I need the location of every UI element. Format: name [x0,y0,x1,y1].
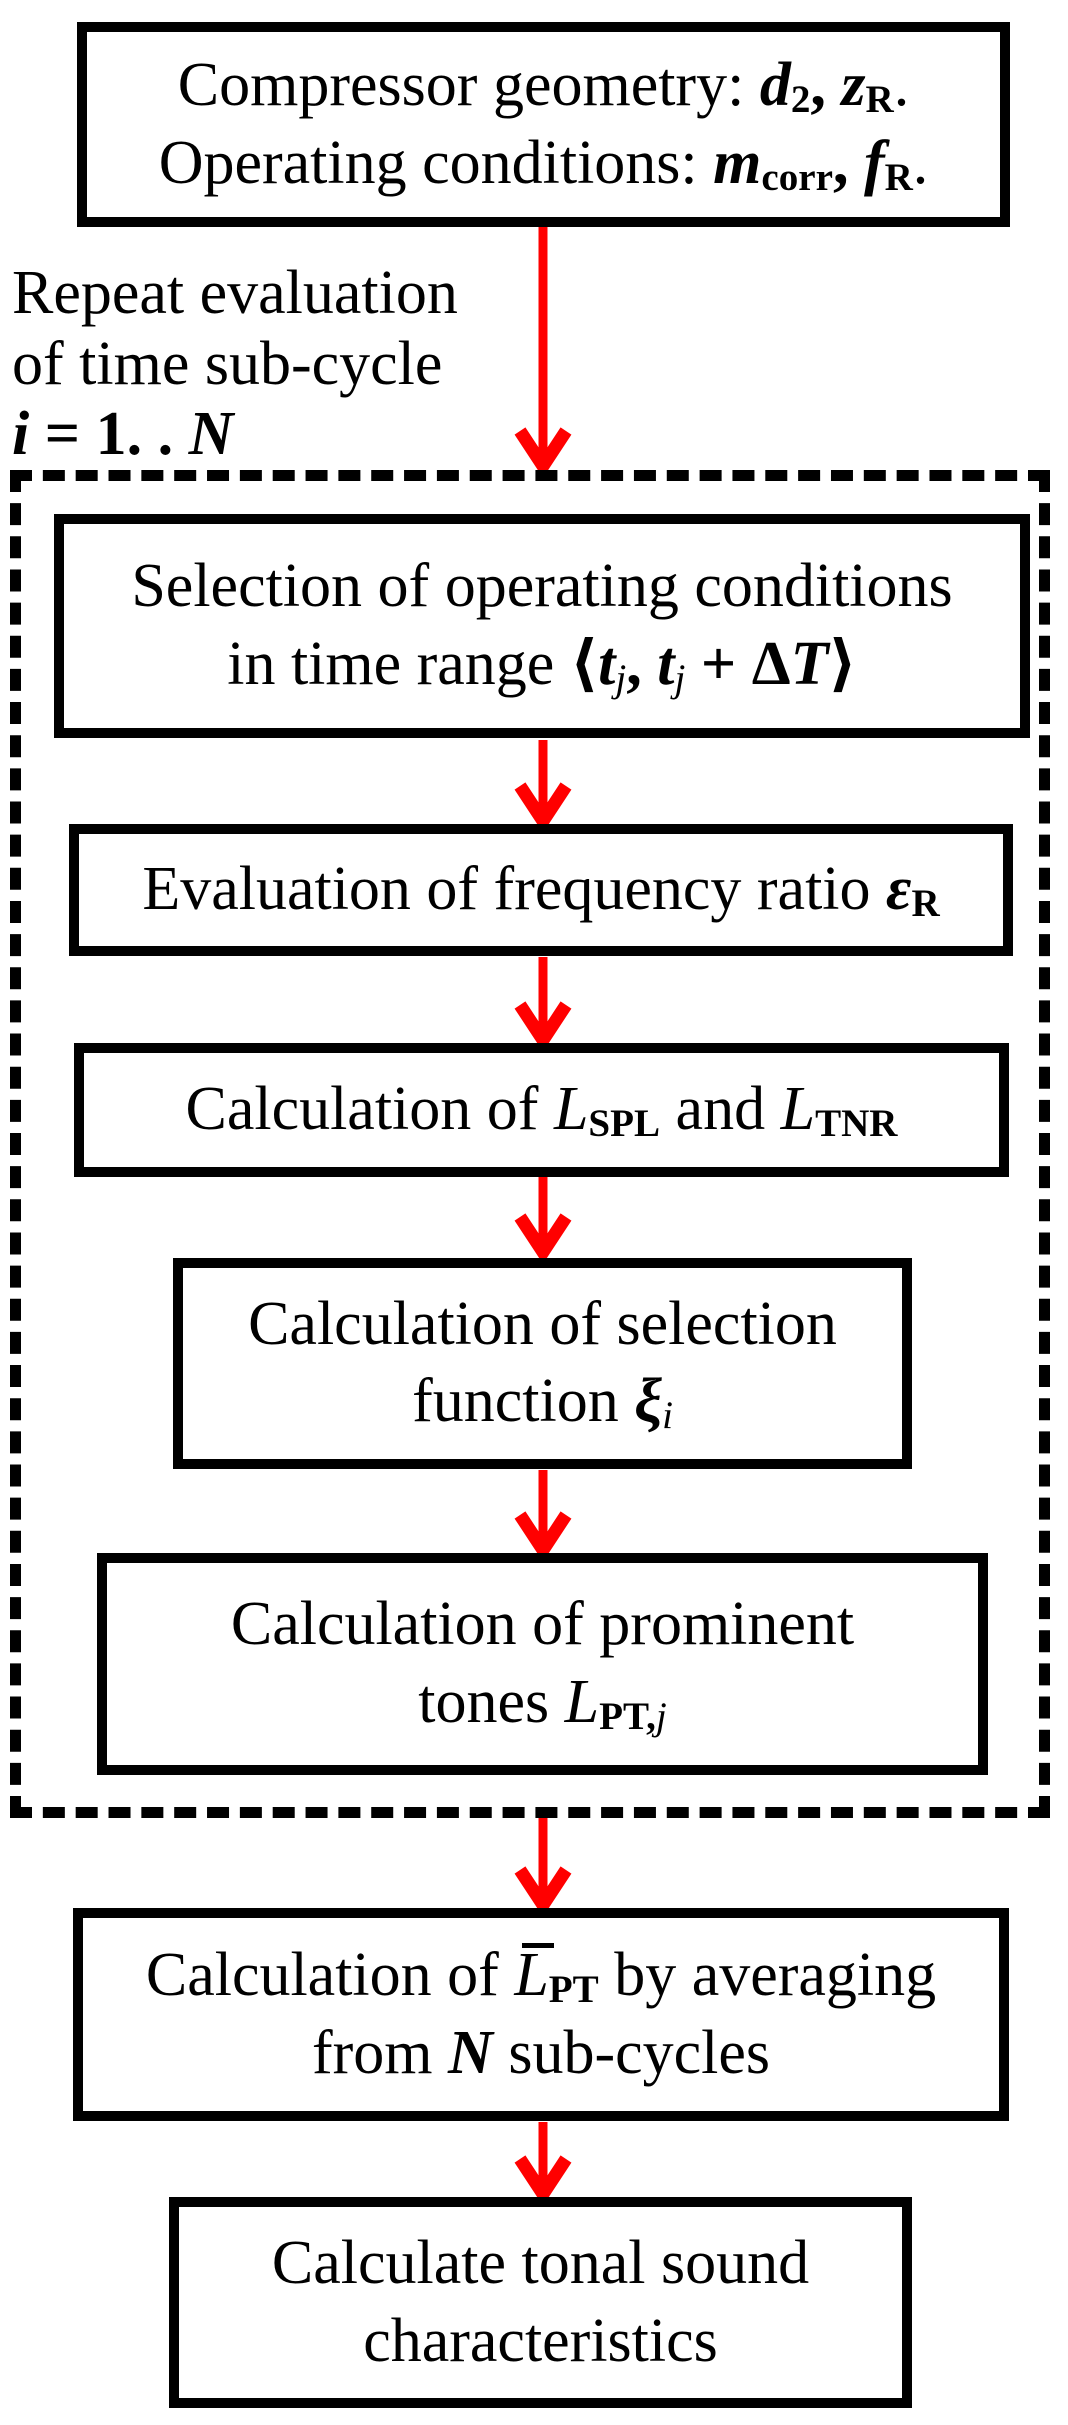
text-line: Operating conditions: mcorr, fR. [158,128,929,199]
text-line: function ξi [412,1367,673,1438]
text-line: Calculate tonal sound [271,2229,810,2297]
text-line: in time range ⟨tj, tj + ΔT⟩ [227,629,857,700]
text-line: Calculation of prominent [230,1590,855,1659]
text-line: Calculation of selection [248,1289,837,1358]
text-line: Calculation of LPT by averaging [145,1940,937,2011]
box-averaging: Calculation of LPT by averaging from N su… [73,1908,1009,2121]
flow-arrow-3 [514,957,572,1052]
box-prominent-tones: Calculation of prominent tones LPT,j [97,1553,988,1775]
flow-arrow-6 [514,1814,572,1917]
box-frequency-ratio: Evaluation of frequency ratio εR [69,824,1013,956]
text-line: characteristics [363,2306,718,2375]
text-line: tones LPT,j [418,1667,667,1738]
flow-arrow-1 [514,227,572,478]
box-tonal-characteristics: Calculate tonal sound characteristics [169,2197,912,2408]
flow-arrow-4 [514,1175,572,1264]
text-line: Evaluation of frequency ratio εR [142,855,940,926]
text-line: from N sub-cycles [312,2018,770,2087]
text-line: i = 1. . N [12,400,234,469]
text-line: Selection of operating conditions [131,552,953,621]
flow-arrow-2 [514,740,572,833]
box-selection-operating-conditions: Selection of operating conditions in time… [54,514,1030,738]
box-selection-function: Calculation of selection function ξi [173,1258,912,1469]
text-line: of time sub-cycle [12,329,443,398]
text-line: Repeat evaluation [12,259,458,327]
flow-arrow-7 [514,2122,572,2206]
box-spl-tnr-levels: Calculation of LSPL and LTNR [74,1043,1009,1177]
box-compressor-inputs: Compressor geometry: d2, zR.Operating co… [77,22,1010,227]
text-line: Compressor geometry: d2, zR. [177,50,910,121]
text-line: Calculation of LSPL and LTNR [185,1075,898,1146]
flow-arrow-5 [514,1470,572,1562]
